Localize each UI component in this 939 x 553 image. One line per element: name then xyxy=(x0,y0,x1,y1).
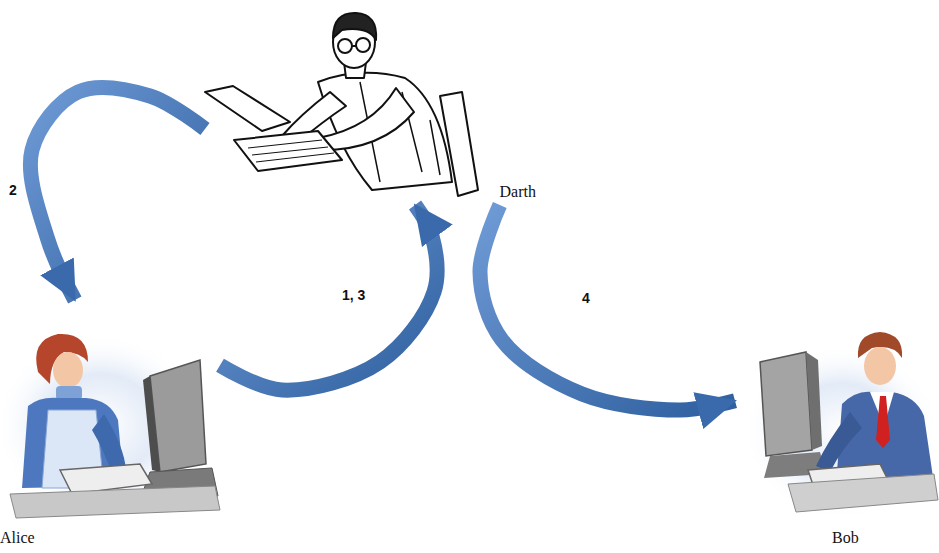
arm xyxy=(316,88,414,150)
bob-figure xyxy=(744,332,939,520)
glasses-lens xyxy=(356,38,370,52)
laptop-screen xyxy=(205,86,290,131)
step-number: 1, 3 xyxy=(342,287,365,303)
step-number: 2 xyxy=(9,182,17,198)
face xyxy=(864,347,896,385)
person-node: Darth xyxy=(205,5,540,205)
desk xyxy=(788,474,938,512)
halo xyxy=(744,344,939,520)
alice-figure xyxy=(0,333,220,518)
person-name: Bob xyxy=(832,529,859,547)
hair xyxy=(333,13,376,40)
laptop-base xyxy=(234,131,342,171)
step-number: 4 xyxy=(582,290,590,306)
monitor-side xyxy=(806,352,822,450)
tie xyxy=(876,396,890,448)
darth-figure xyxy=(205,13,478,196)
person-node: Bob xyxy=(735,330,939,551)
person-node: Alice xyxy=(0,300,220,551)
person-name: Alice xyxy=(0,529,35,547)
person-name: Darth xyxy=(500,183,536,201)
turtleneck xyxy=(56,386,82,400)
glasses-bridge xyxy=(352,45,356,47)
connector-group xyxy=(30,88,735,410)
glasses-lens xyxy=(338,39,352,53)
message-arrow xyxy=(480,205,735,410)
face xyxy=(53,352,83,388)
message-arrow xyxy=(220,205,437,390)
desk xyxy=(10,486,220,518)
monitor-body xyxy=(760,352,812,456)
arm xyxy=(816,412,862,472)
laptop-keys xyxy=(248,140,334,162)
monitor-screen xyxy=(143,376,160,472)
message-arrow xyxy=(30,88,205,300)
monitor-body xyxy=(150,360,206,472)
